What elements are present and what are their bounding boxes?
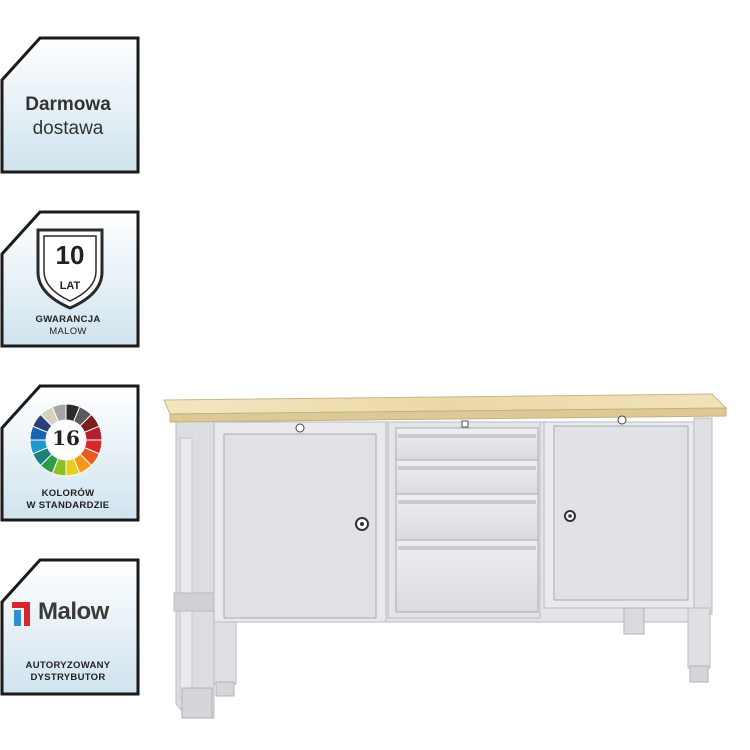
distributor-line-1: AUTORYZOWANY bbox=[25, 660, 111, 671]
workbench-image bbox=[163, 393, 728, 719]
colors-badge: 16 KOLORÓW W STANDARDZIE bbox=[0, 384, 140, 522]
delivery-line-1: Darmowa bbox=[25, 94, 111, 115]
warranty-unit: LAT bbox=[60, 280, 81, 292]
left-side-frame bbox=[173, 419, 215, 719]
warranty-badge: 10 LAT GWARANCJA MALOW bbox=[0, 210, 140, 348]
worktop bbox=[163, 393, 728, 423]
left-cabinet bbox=[213, 421, 387, 623]
color-wheel-icon bbox=[29, 403, 103, 477]
warranty-number: 10 bbox=[56, 240, 85, 270]
right-cabinet bbox=[543, 415, 695, 609]
colors-line-1: KOLORÓW bbox=[41, 488, 95, 499]
shield-icon bbox=[36, 228, 104, 310]
distributor-line-2: DYSTRYBUTOR bbox=[30, 672, 106, 683]
drawer-4 bbox=[395, 539, 539, 613]
free-delivery-badge: Darmowa dostawa bbox=[0, 36, 140, 174]
malow-logo-icon bbox=[12, 602, 30, 626]
drawer-unit bbox=[387, 420, 541, 619]
badge-frame bbox=[0, 384, 140, 522]
color-swatch bbox=[51, 403, 67, 423]
drawer-2 bbox=[395, 459, 539, 495]
badge-frame bbox=[0, 558, 140, 696]
brand-name: Malow bbox=[38, 598, 109, 625]
delivery-line-2: dostawa bbox=[32, 118, 104, 139]
drawer-1 bbox=[395, 427, 539, 461]
authorized-distributor-badge: Malow AUTORYZOWANY DYSTRYBUTOR bbox=[0, 558, 140, 696]
colors-line-2: W STANDARDZIE bbox=[26, 500, 110, 511]
warranty-line-1: GWARANCJA bbox=[35, 314, 101, 325]
right-side-frame bbox=[623, 417, 713, 683]
colors-number: 16 bbox=[52, 426, 80, 450]
badge-frame: 10 LAT bbox=[0, 210, 140, 348]
badge-frame bbox=[0, 36, 140, 174]
warranty-line-2: MALOW bbox=[49, 326, 87, 337]
front-left-leg bbox=[213, 621, 237, 685]
